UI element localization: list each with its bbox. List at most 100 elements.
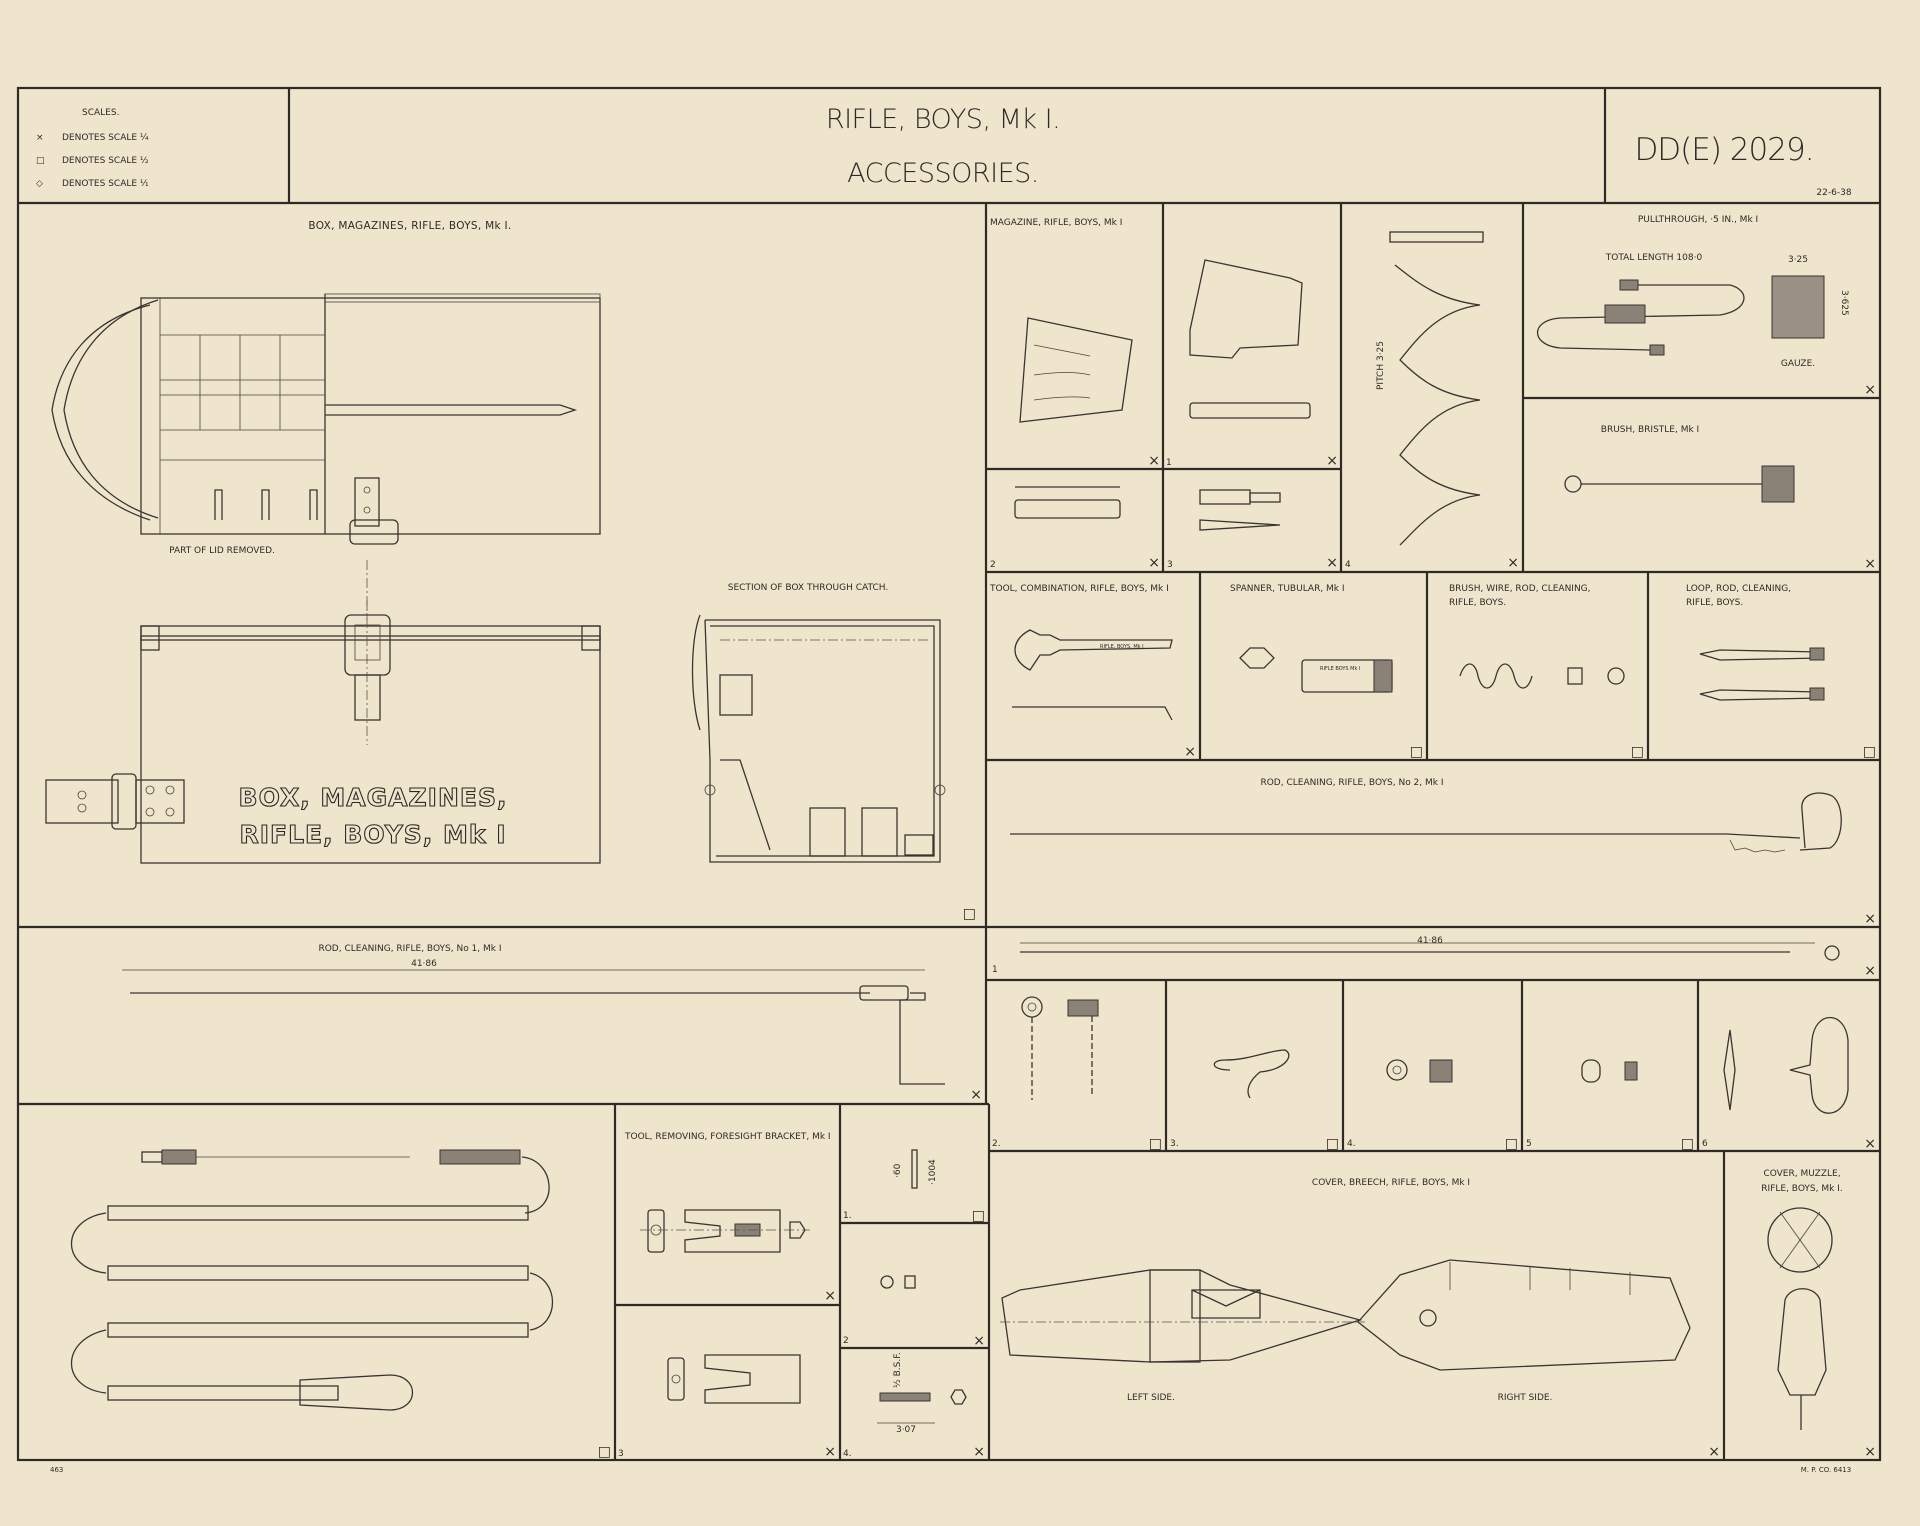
part-number: 3 [618, 1449, 624, 1459]
scale-mark: □ [1631, 744, 1644, 760]
panel-title-line1: BRUSH, WIRE, ROD, CLEANING, [1449, 584, 1591, 594]
scale-mark: □ [1681, 1136, 1694, 1152]
panel-title: BOX, MAGAZINES, RIFLE, BOYS, Mk I. [308, 220, 511, 232]
rod-length: 41·86 [411, 959, 437, 969]
scale-mark: × [1864, 1136, 1876, 1152]
box-stencil-line1: BOX, MAGAZINES, [239, 783, 508, 812]
panel-title-line2: RIFLE, BOYS. [1449, 598, 1506, 608]
scale-mark: × [1148, 453, 1160, 469]
scale-mark: × [970, 1087, 982, 1103]
scale-text-half: DENOTES SCALE ½ [62, 156, 149, 166]
scale-mark: × [1326, 555, 1338, 571]
rod-no1-panel: ROD, CLEANING, RIFLE, BOYS, No 1, Mk I 4… [122, 944, 982, 1103]
scales-title: SCALES. [82, 108, 119, 118]
scale-mark: × [1184, 744, 1196, 760]
pullthrough-panel: PULLTHROUGH, ·5 IN., Mk I TOTAL LENGTH 1… [1536, 215, 1876, 398]
gauze-label: GAUZE. [1781, 359, 1815, 369]
magazine-panel: MAGAZINE, RIFLE, BOYS, Mk I × 1 × 2 × 3 … [990, 218, 1519, 571]
tool-removing-panel: TOOL, REMOVING, FORESIGHT BRACKET, Mk I … [618, 1132, 985, 1460]
scale-mark: × [824, 1444, 836, 1460]
part-number: 3. [1170, 1139, 1179, 1149]
panel-title-line1: COVER, MUZZLE, [1763, 1169, 1840, 1179]
gauze-height: 3·625 [1839, 290, 1849, 316]
cover-breech-panel: COVER, BREECH, RIFLE, BOYS, Mk I LEFT SI… [1000, 1178, 1720, 1460]
sheet-title: RIFLE, BOYS, Mk I. [826, 104, 1060, 135]
scale-mark: × [1864, 556, 1876, 572]
rod-length: 41·86 [1417, 936, 1443, 946]
panel-title-line1: LOOP, ROD, CLEANING, [1686, 584, 1791, 594]
part-number: 1. [843, 1211, 852, 1221]
dim-a: ·60 [893, 1163, 903, 1178]
scale-text-quarter: DENOTES SCALE ¼ [62, 133, 149, 143]
drawing-date: 22-6-38 [1816, 188, 1851, 198]
cover-muzzle-panel: COVER, MUZZLE, RIFLE, BOYS, Mk I. × [1761, 1169, 1876, 1460]
scale-mark: □ [1410, 744, 1423, 760]
right-side-label: RIGHT SIDE. [1498, 1393, 1553, 1403]
part-number: 6 [1702, 1139, 1708, 1149]
box-stencil-line2: RIFLE, BOYS, Mk I [239, 820, 506, 849]
part-number: 2 [990, 560, 996, 570]
box-top-view: PART OF LID REMOVED. [51, 293, 601, 620]
panel-title: ROD, CLEANING, RIFLE, BOYS, No 2, Mk I [1260, 778, 1443, 788]
tool-combination-panel: TOOL, COMBINATION, RIFLE, BOYS, Mk I RIF… [989, 584, 1196, 760]
scale-mark: □ [963, 906, 976, 922]
loop-panel: LOOP, ROD, CLEANING, RIFLE, BOYS. □ [1686, 584, 1876, 760]
spanner-engraving: RIFLE BOYS Mk I [1320, 666, 1360, 672]
part-number: 5 [1526, 1139, 1532, 1149]
panel-title-line2: RIFLE, BOYS. [1686, 598, 1743, 608]
rod-no2-parts: 41·86 1 × 2. □ 3. □ 4. □ 5 □ 6 × [992, 936, 1876, 1152]
scale-mark: × [1864, 1444, 1876, 1460]
box-front-view: BOX, MAGAZINES, RIFLE, BOYS, Mk I [45, 600, 601, 864]
scale-symbol-half: □ [36, 156, 45, 166]
footer-right: M. P. CO. 6413 [1801, 1466, 1851, 1474]
scale-mark: × [1326, 453, 1338, 469]
scale-mark: □ [1149, 1136, 1162, 1152]
part-number: 1 [992, 965, 998, 975]
scale-mark: □ [1505, 1136, 1518, 1152]
scale-mark: × [1148, 555, 1160, 571]
panel-title: TOOL, REMOVING, FORESIGHT BRACKET, Mk I [624, 1132, 831, 1142]
scale-mark: × [1708, 1444, 1720, 1460]
dim-c: 3·07 [896, 1425, 916, 1435]
part-number: 2 [843, 1336, 849, 1346]
tool-engraving: RIFLE, BOYS, Mk I [1100, 644, 1144, 650]
part-number: 2. [992, 1139, 1001, 1149]
panel-title: SPANNER, TUBULAR, Mk I [1230, 584, 1345, 594]
lid-note: PART OF LID REMOVED. [169, 546, 275, 556]
panel-title: BRUSH, BRISTLE, Mk I [1601, 425, 1699, 435]
panel-title-line2: RIFLE, BOYS, Mk I. [1761, 1184, 1842, 1194]
part-number: 1 [1166, 458, 1172, 468]
part-number: 4. [1347, 1139, 1356, 1149]
scale-mark: × [1864, 382, 1876, 398]
pullthrough-assembled-panel: □ [70, 1149, 611, 1460]
gauze-width: 3·25 [1788, 255, 1808, 265]
scale-mark: × [824, 1288, 836, 1304]
rod-no2-panel: ROD, CLEANING, RIFLE, BOYS, No 2, Mk I × [1010, 778, 1876, 927]
panel-grid [16, 86, 1882, 1462]
scale-mark: □ [972, 1208, 985, 1224]
scale-mark: × [1507, 555, 1519, 571]
drawing-number: DD(E) 2029. [1634, 132, 1813, 168]
brush-bristle-panel: BRUSH, BRISTLE, Mk I × [1564, 425, 1876, 572]
scale-mark: × [973, 1444, 985, 1460]
panel-title: COVER, BREECH, RIFLE, BOYS, Mk I [1312, 1178, 1470, 1188]
brush-wire-panel: BRUSH, WIRE, ROD, CLEANING, RIFLE, BOYS.… [1449, 584, 1644, 760]
box-section-view: SECTION OF BOX THROUGH CATCH. [691, 583, 946, 863]
scale-symbol-full: ◇ [36, 179, 43, 189]
panel-title: TOOL, COMBINATION, RIFLE, BOYS, Mk I [989, 584, 1169, 594]
scale-symbol-quarter: × [36, 133, 44, 143]
footer-left: 463 [50, 1466, 63, 1474]
scale-mark: □ [1863, 744, 1876, 760]
dim-b: ·1004 [928, 1159, 938, 1185]
panel-title: MAGAZINE, RIFLE, BOYS, Mk I [990, 218, 1122, 228]
spanner-panel: SPANNER, TUBULAR, Mk I RIFLE BOYS Mk I □ [1230, 584, 1423, 760]
total-length: TOTAL LENGTH 108·0 [1605, 253, 1703, 263]
scale-mark: × [1864, 963, 1876, 979]
section-title: SECTION OF BOX THROUGH CATCH. [728, 583, 888, 593]
panel-title: PULLTHROUGH, ·5 IN., Mk I [1638, 215, 1758, 225]
dim-d: ½ B.S.F. [893, 1352, 903, 1388]
part-number: 4 [1345, 560, 1351, 570]
part-number: 3 [1167, 560, 1173, 570]
sheet-subtitle: ACCESSORIES. [847, 158, 1039, 189]
